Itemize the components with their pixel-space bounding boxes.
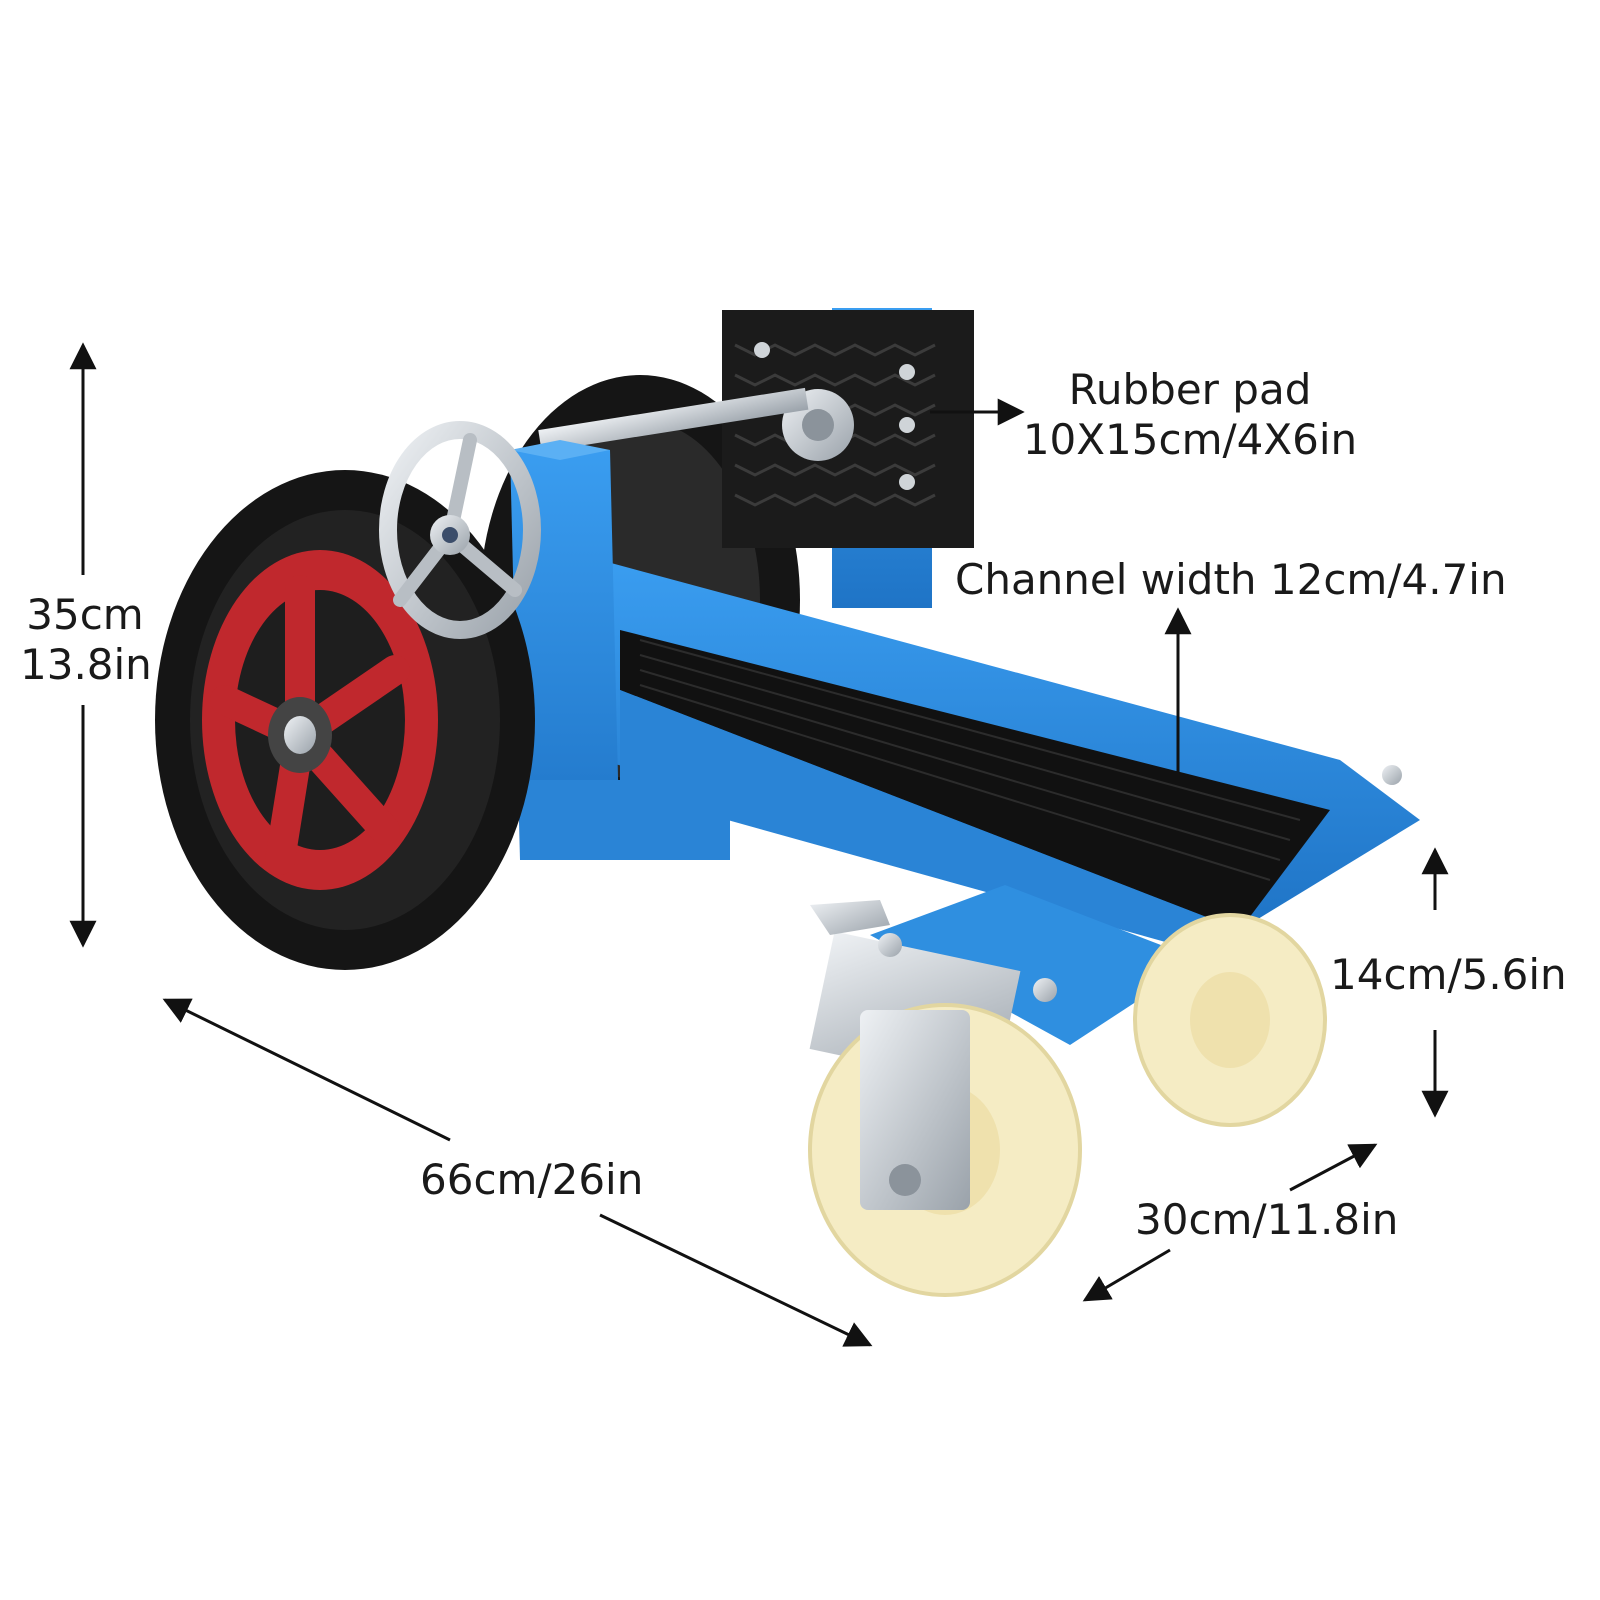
handwheel [379,421,541,639]
height-label: 35cm 13.8in [20,590,152,690]
caster-plate [870,885,1200,1045]
width-arrow-icon [1289,1143,1378,1192]
height-in: 13.8in [20,640,152,689]
length-label: 66cm/26in [420,1155,644,1204]
channel-beam [600,560,1420,960]
caster-height-label: 14cm/5.6in [1330,950,1567,999]
length-arrow-icon [599,1213,873,1347]
rubber-pad-title: Rubber pad [1068,365,1312,414]
width-arrow-icon [1082,1248,1171,1302]
length-arrow-icon [162,998,451,1142]
caster-rear [1133,913,1327,1127]
height-cm: 35cm [26,590,144,639]
threaded-rod [538,387,809,452]
frame-post [510,440,730,860]
front-wheel [155,470,535,970]
rubber-pad-size: 10X15cm/4X6in [1022,415,1358,464]
channel-width-label: Channel width 12cm/4.7in [955,555,1507,604]
rubber-pad [722,308,974,608]
caster-front [808,900,1082,1297]
rubber-pad-label: Rubber pad 10X15cm/4X6in [1010,365,1370,465]
width-label: 30cm/11.8in [1135,1195,1399,1244]
